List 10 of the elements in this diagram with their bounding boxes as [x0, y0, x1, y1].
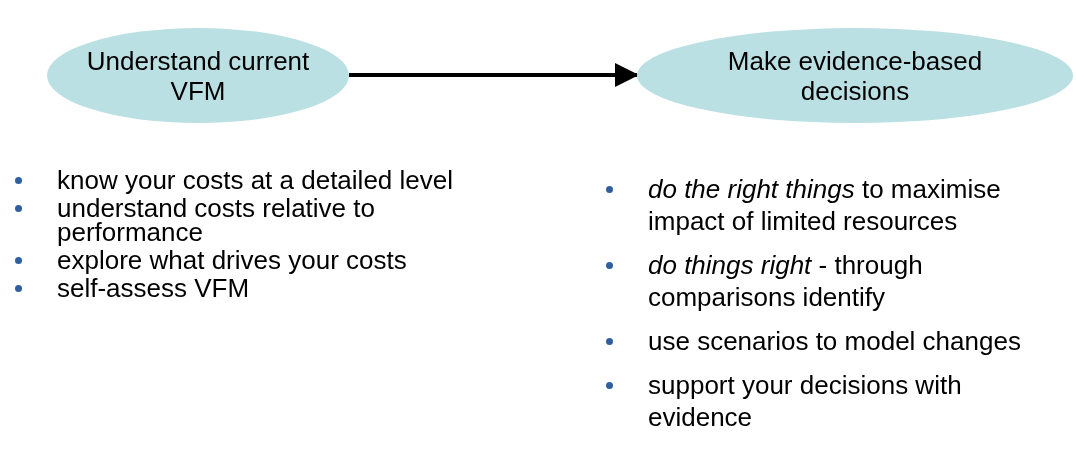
node-label: Make evidence-based decisions: [726, 45, 984, 106]
arrow: [349, 63, 639, 87]
bullet-item: support your decisions with evidence: [648, 369, 1053, 433]
bullet-item: know your costs at a detailed level: [57, 168, 507, 192]
bullet-item: explore what drives your costs: [57, 248, 507, 272]
bullet-item: do things right - through comparisons identify: [648, 249, 1053, 313]
bullet-item: do the right things to maximise impact of limited resources: [648, 173, 1053, 237]
node-label: Understand current VFM: [85, 45, 311, 106]
bullet-item: self-assess VFM: [57, 276, 507, 300]
bullet-item: use scenarios to model changes: [648, 325, 1053, 357]
